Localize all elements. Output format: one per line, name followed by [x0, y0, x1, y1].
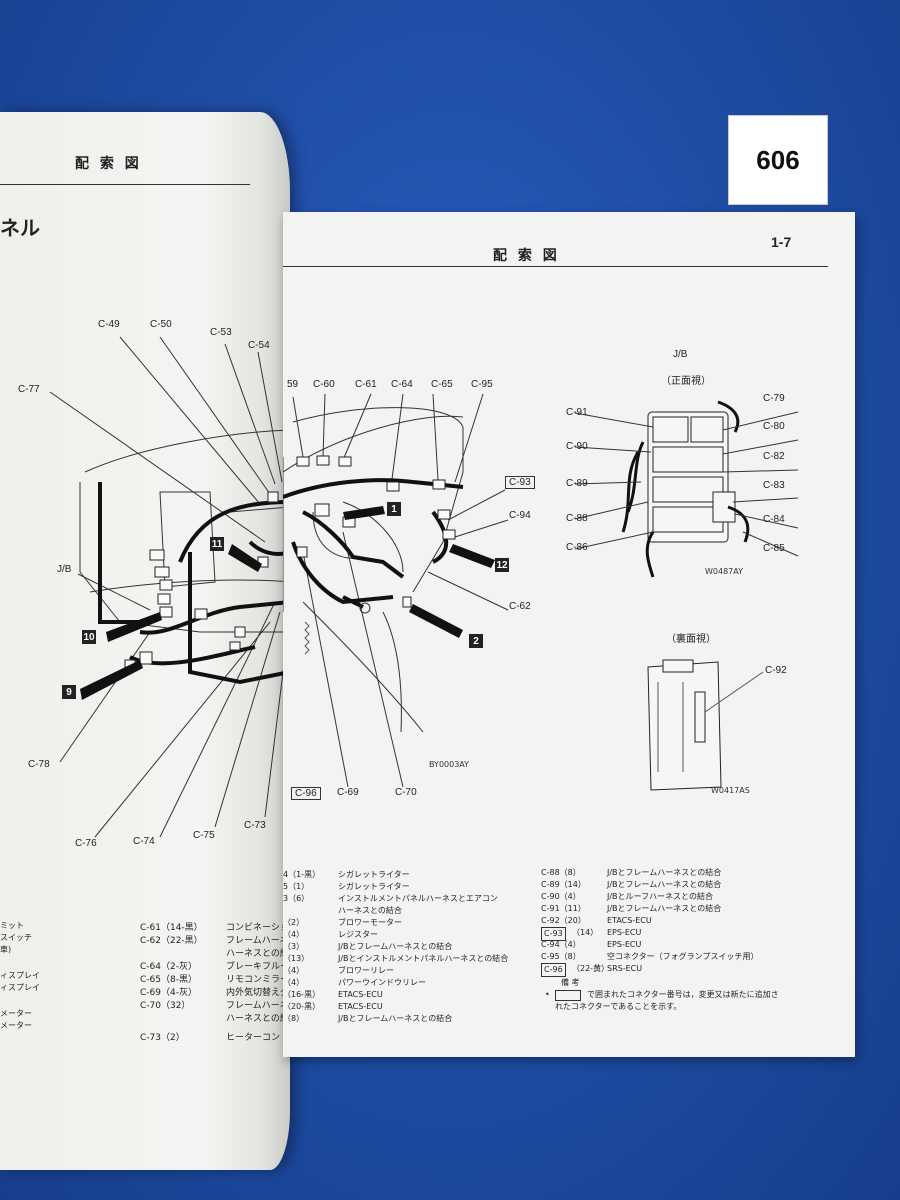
connector-label-changed: C-96 [291, 787, 321, 800]
connector-label: C-79 [763, 393, 785, 404]
page-header: 配 索 図 [75, 156, 142, 172]
connector-label: C-77 [18, 384, 40, 395]
left-page: 配 索 図 ネル [0, 112, 290, 1170]
jb-title: J/B [673, 349, 688, 360]
connector-label: C-74 [133, 836, 155, 847]
wiring-diagram-right [283, 393, 509, 788]
wiring-diagram-left [49, 336, 290, 838]
connector-label: C-70 [395, 787, 417, 798]
connector-label: C-94 [509, 510, 531, 521]
connector-label: C-69 [337, 787, 359, 798]
connector-label: C-90 [566, 441, 588, 452]
connector-label: C-73 [244, 820, 266, 831]
connector-label: C-85 [763, 543, 785, 554]
connector-label: C-89 [566, 478, 588, 489]
figure-code: W0487AY [705, 567, 744, 576]
page-header: 配 索 図 [493, 248, 560, 264]
connector-label: C-62 [509, 601, 531, 612]
note-title: 備 考 [561, 978, 580, 987]
connector-label: C-65 [431, 379, 453, 390]
connector-label-changed: C-93 [505, 476, 535, 489]
note-box-swatch [555, 990, 581, 1001]
callout-badge: 1 [387, 502, 401, 516]
connector-label: C-80 [763, 421, 785, 432]
connector-label: J/B [57, 564, 72, 575]
connector-label: C-76 [75, 838, 97, 849]
callout-badge: 11 [210, 537, 224, 551]
jb-back-subtitle: （裏面視） [666, 634, 716, 645]
connector-label: C-83 [763, 480, 785, 491]
connector-label: C-88 [566, 513, 588, 524]
connector-label: C-54 [248, 340, 270, 351]
right-page: 配 索 図 1-7 [283, 212, 855, 1057]
note-line: れたコネクターであることを示す。 [555, 1002, 682, 1011]
jb-back-view [647, 659, 764, 791]
callout-badge: 10 [82, 630, 96, 644]
callout-badge: 2 [469, 634, 483, 648]
jb-front-subtitle: （正面視） [661, 376, 711, 387]
connector-label: C-53 [210, 327, 232, 338]
connector-label: C-91 [566, 407, 588, 418]
page-number: 1-7 [771, 234, 792, 250]
header-rule [0, 184, 250, 185]
connector-label: C-64 [391, 379, 413, 390]
figure-code: W0417AS [711, 786, 750, 795]
connector-label: C-86 [566, 542, 588, 553]
connector-label: C-49 [98, 319, 120, 330]
connector-label: C-60 [313, 379, 335, 390]
section-title: ネル [0, 216, 40, 240]
connector-label: C-61 [355, 379, 377, 390]
callout-badge: 9 [62, 685, 76, 699]
connector-label: C-82 [763, 451, 785, 462]
connector-label: C-92 [765, 665, 787, 676]
jb-front-view [574, 400, 799, 578]
connector-label: 59 [287, 379, 299, 390]
connector-label: C-95 [471, 379, 493, 390]
header-rule [283, 266, 828, 267]
callout-badge: 12 [495, 558, 509, 572]
connector-label: C-50 [150, 319, 172, 330]
connector-label: C-78 [28, 759, 50, 770]
connector-label: C-75 [193, 830, 215, 841]
lot-number-tag: 606 [728, 115, 828, 205]
figure-code: BY0003AY [429, 760, 470, 769]
note-line: で囲まれたコネクター番号は，変更又は新たに追加さ [587, 990, 779, 999]
connector-label: C-84 [763, 514, 785, 525]
